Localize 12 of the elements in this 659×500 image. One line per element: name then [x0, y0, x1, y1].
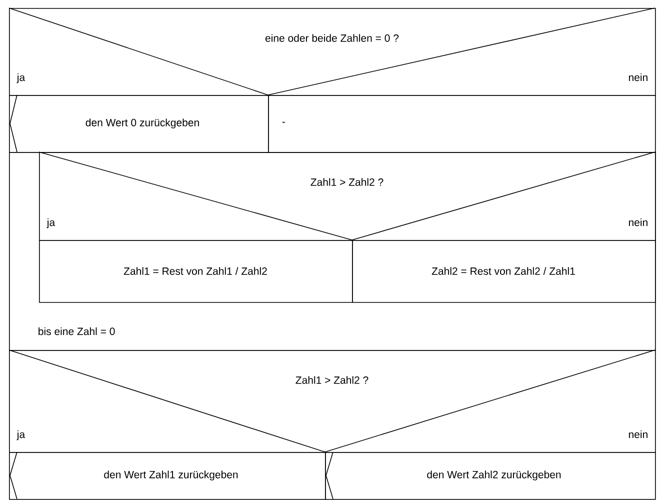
branch-label: ja	[16, 73, 26, 84]
branch-label: ja	[46, 218, 56, 228]
process-block: Zahl2 = Rest von Zahl2 / Zahl1	[352, 240, 656, 303]
exit-block: den Wert Zahl1 zurückgeben	[9, 452, 326, 500]
branch-label: nein	[628, 73, 648, 82]
process-block: -	[268, 95, 656, 153]
exit-block: den Wert 0 zurückgeben	[9, 94, 269, 153]
process-block: Zahl1 = Rest von Zahl1 / Zahl2	[39, 240, 353, 303]
exit-block: den Wert Zahl2 zurückgeben	[325, 452, 656, 500]
branch-label: ja	[16, 430, 26, 440]
branch-label: nein	[628, 218, 648, 226]
branch-label: nein	[628, 430, 648, 438]
